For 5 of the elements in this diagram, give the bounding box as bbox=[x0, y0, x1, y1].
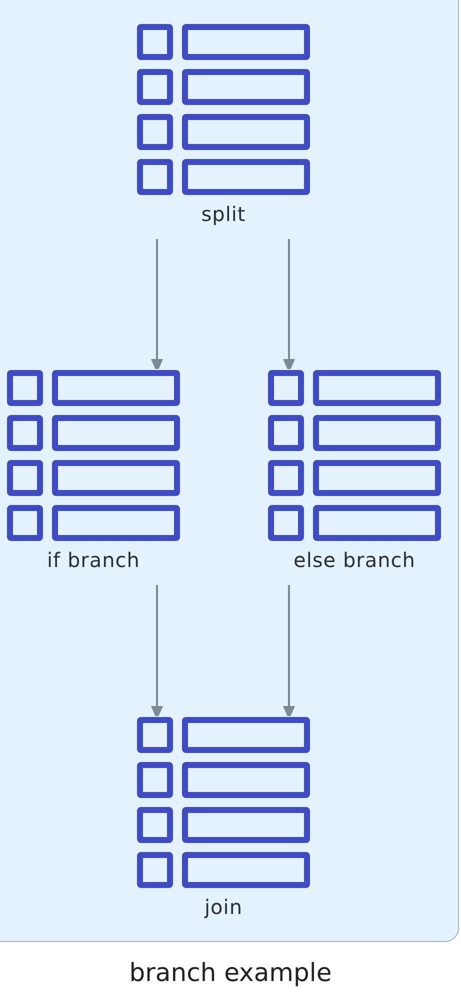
diagram-title: branch example bbox=[128, 958, 333, 987]
node-label: else branch bbox=[292, 548, 416, 572]
node-label: join bbox=[203, 895, 244, 919]
node-label: if branch bbox=[46, 548, 141, 572]
node-label: split bbox=[200, 202, 247, 226]
